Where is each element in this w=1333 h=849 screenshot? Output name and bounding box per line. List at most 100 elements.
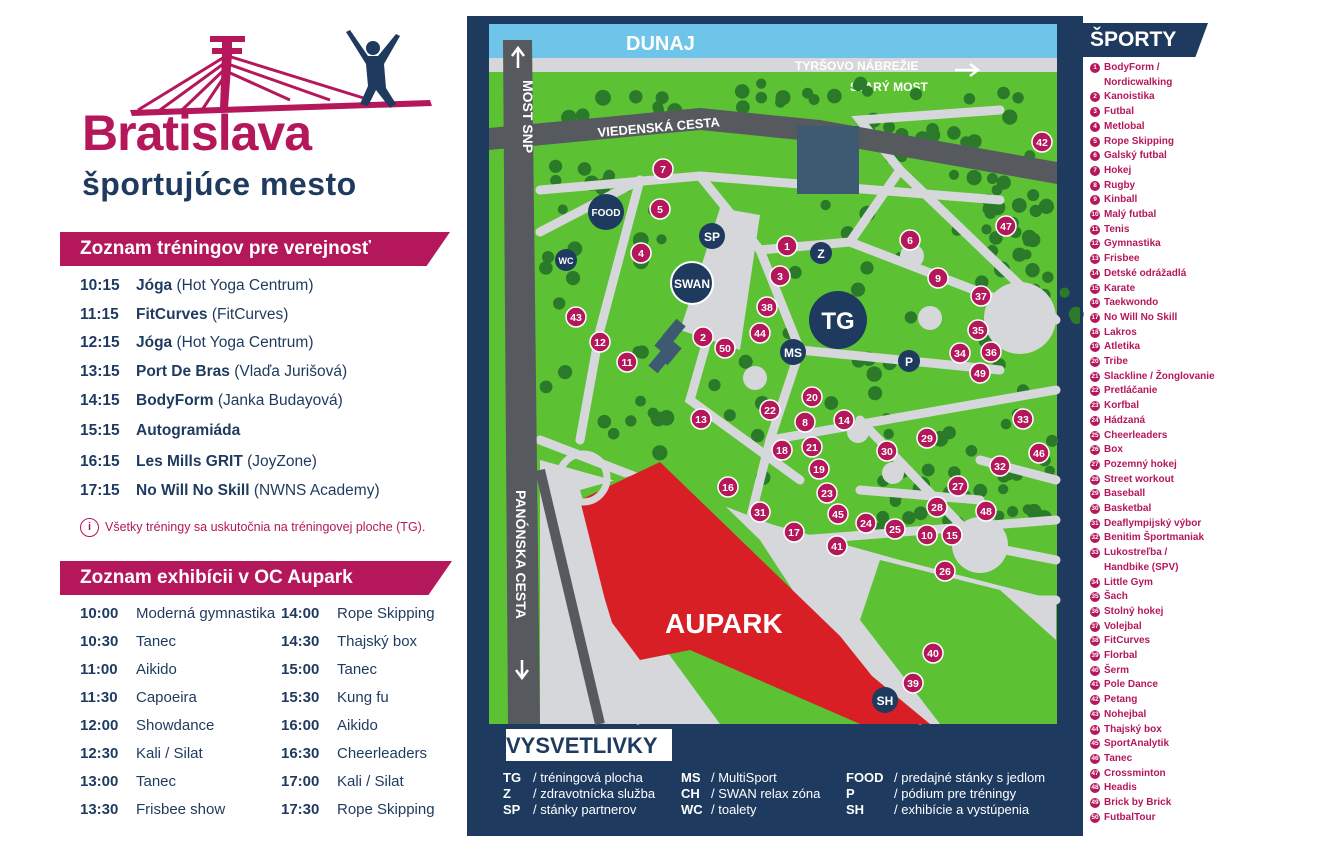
sport-number: 26	[1090, 445, 1100, 456]
map-marker[interactable]: 3	[769, 265, 791, 287]
place-p[interactable]: P	[898, 350, 920, 372]
exhibition-name: Kali / Silat	[337, 773, 404, 790]
map-marker[interactable]: 5	[649, 198, 671, 220]
sport-name: Nohejbal	[1104, 708, 1147, 720]
map-marker[interactable]: 1	[776, 235, 798, 257]
map-marker[interactable]: 31	[749, 501, 771, 523]
map-marker[interactable]: 21	[801, 436, 823, 458]
exhibition-name: Rope Skipping	[337, 801, 435, 818]
tree	[860, 261, 874, 275]
map-marker[interactable]: 9	[927, 267, 949, 289]
map-marker[interactable]: 6	[899, 229, 921, 251]
map-marker[interactable]: 28	[926, 496, 948, 518]
map-marker[interactable]: 15	[941, 524, 963, 546]
map-marker[interactable]: 23	[816, 482, 838, 504]
map-marker[interactable]: 14	[833, 409, 855, 431]
map-marker[interactable]: 45	[827, 503, 849, 525]
map-marker[interactable]: 41	[826, 535, 848, 557]
map-marker[interactable]: 20	[801, 386, 823, 408]
tree	[876, 510, 890, 524]
place-sh[interactable]: SH	[872, 687, 898, 713]
map-marker[interactable]: 40	[922, 642, 944, 664]
map-marker[interactable]: 50	[714, 337, 736, 359]
map-marker[interactable]: 12	[589, 331, 611, 353]
sport-name: Futbal	[1104, 106, 1134, 118]
map-marker-number: 20	[806, 392, 818, 404]
map-marker[interactable]: 24	[855, 512, 877, 534]
tree	[595, 89, 611, 106]
map-marker[interactable]: 13	[690, 408, 712, 430]
map-marker-circle	[927, 267, 949, 289]
map-marker-number: 8	[802, 417, 808, 429]
tree	[966, 170, 982, 186]
map-marker[interactable]: 17	[783, 521, 805, 543]
map-marker[interactable]: 10	[916, 524, 938, 546]
map-marker[interactable]: 16	[717, 476, 739, 498]
map-marker[interactable]: 43	[565, 306, 587, 328]
map-marker[interactable]: 49	[969, 362, 991, 384]
map-marker[interactable]: 37	[970, 285, 992, 307]
map-marker[interactable]: 36	[980, 341, 1002, 363]
exhibition-time: 12:30	[80, 745, 119, 762]
brand-name: Bratislava	[82, 105, 312, 161]
map-marker[interactable]: 42	[1031, 131, 1053, 153]
panonska-label: PANÓNSKA CESTA	[513, 490, 530, 619]
tree	[629, 90, 643, 104]
map-marker-circle	[771, 439, 793, 461]
tree	[963, 93, 976, 105]
map-marker[interactable]: 32	[989, 455, 1011, 477]
tree	[921, 463, 935, 477]
tree	[755, 91, 768, 104]
sport-number: 6	[1090, 151, 1100, 162]
place-z[interactable]: Z	[810, 242, 832, 264]
place-wc[interactable]: WC	[555, 249, 577, 271]
place-ms[interactable]: MS	[780, 339, 806, 365]
training-time: 12:15	[80, 334, 120, 351]
place-food[interactable]: FOOD	[588, 194, 624, 230]
map-marker[interactable]: 19	[808, 458, 830, 480]
map-marker-number: 16	[722, 482, 734, 494]
tree	[889, 495, 902, 507]
map-marker[interactable]: 22	[759, 399, 781, 421]
exhibition-time: 17:30	[281, 801, 320, 818]
map-marker[interactable]: 4	[630, 242, 652, 264]
tree	[904, 311, 918, 324]
map-marker[interactable]: 47	[995, 215, 1017, 237]
map-marker[interactable]: 33	[1012, 408, 1034, 430]
exhibition-time: 10:00	[80, 605, 119, 622]
map-marker-number: 50	[719, 343, 731, 355]
sport-name: Baseball	[1104, 488, 1146, 500]
map-marker[interactable]: 18	[771, 439, 793, 461]
map-marker[interactable]: 44	[749, 322, 771, 344]
map-marker[interactable]: 38	[756, 296, 778, 318]
map-marker[interactable]: 7	[652, 158, 674, 180]
sport-number: 22	[1090, 386, 1100, 397]
map-marker[interactable]: 30	[876, 440, 898, 462]
map-marker[interactable]: 46	[1028, 442, 1050, 464]
sport-number: 43	[1090, 709, 1100, 720]
sport-name: Kanoistika	[1104, 91, 1155, 103]
map-marker[interactable]: 34	[949, 342, 971, 364]
map-marker[interactable]: 25	[884, 518, 906, 540]
place-tg[interactable]: TG	[809, 291, 867, 349]
map-marker[interactable]: 11	[616, 351, 638, 373]
map-marker[interactable]: 26	[934, 560, 956, 582]
map-marker-circle	[783, 521, 805, 543]
place-swan[interactable]: SWAN	[670, 261, 714, 305]
map-marker[interactable]: 35	[967, 319, 989, 341]
map-marker[interactable]: 29	[916, 427, 938, 449]
tree	[866, 366, 882, 382]
map-marker[interactable]: 39	[902, 672, 924, 694]
map-marker[interactable]: 27	[947, 475, 969, 497]
place-sp[interactable]: SP	[699, 223, 725, 249]
map-marker[interactable]: 8	[794, 411, 816, 433]
map-marker[interactable]: 2	[692, 326, 714, 348]
map-marker[interactable]: 48	[975, 500, 997, 522]
